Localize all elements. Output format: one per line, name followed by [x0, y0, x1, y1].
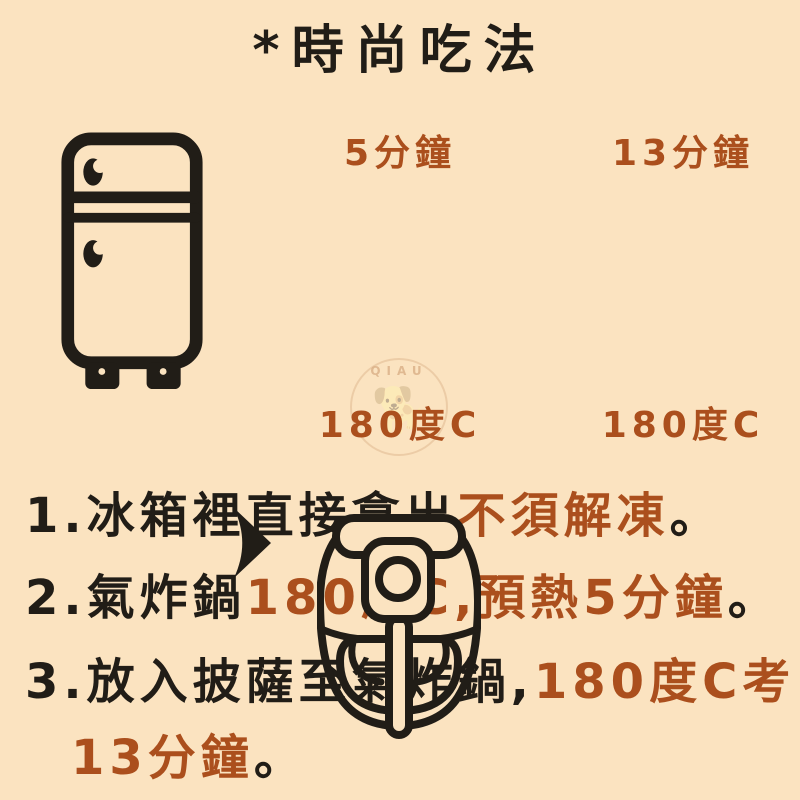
dog-logo-icon: 🐕	[371, 385, 427, 436]
step1-temp-label: 180度C	[318, 405, 482, 446]
instruction-step-2: 2.氣炸鍋180度C,預熱5分鐘。	[25, 574, 781, 622]
step2-text: 2.氣炸鍋	[25, 570, 246, 626]
step2-temp-label: 180度C	[601, 405, 765, 446]
step3-highlight: 180度C考	[533, 654, 796, 710]
refrigerator-icon	[59, 131, 800, 398]
step2-period: 。	[727, 570, 781, 626]
step3-highlight-continued: 13分鐘	[71, 730, 254, 786]
watermark-stamp: QIAU 🐕	[350, 358, 448, 456]
step2-time-label: 13分鐘	[611, 133, 755, 174]
step2-highlight: 180度C,預熱5分鐘	[245, 570, 728, 626]
step1-period: 。	[669, 488, 723, 544]
step1-time-label: 5分鐘	[343, 133, 457, 174]
step1-highlight: 不須解凍	[457, 488, 670, 544]
watermark-letters: QIAU	[370, 364, 428, 378]
page-title: *時尚吃法	[252, 21, 548, 81]
instruction-step-3-continued: 13分鐘。	[71, 734, 307, 782]
right-arrow-icon	[231, 506, 800, 584]
step3-period: 。	[253, 730, 307, 786]
air-fryer-icon	[316, 513, 800, 743]
